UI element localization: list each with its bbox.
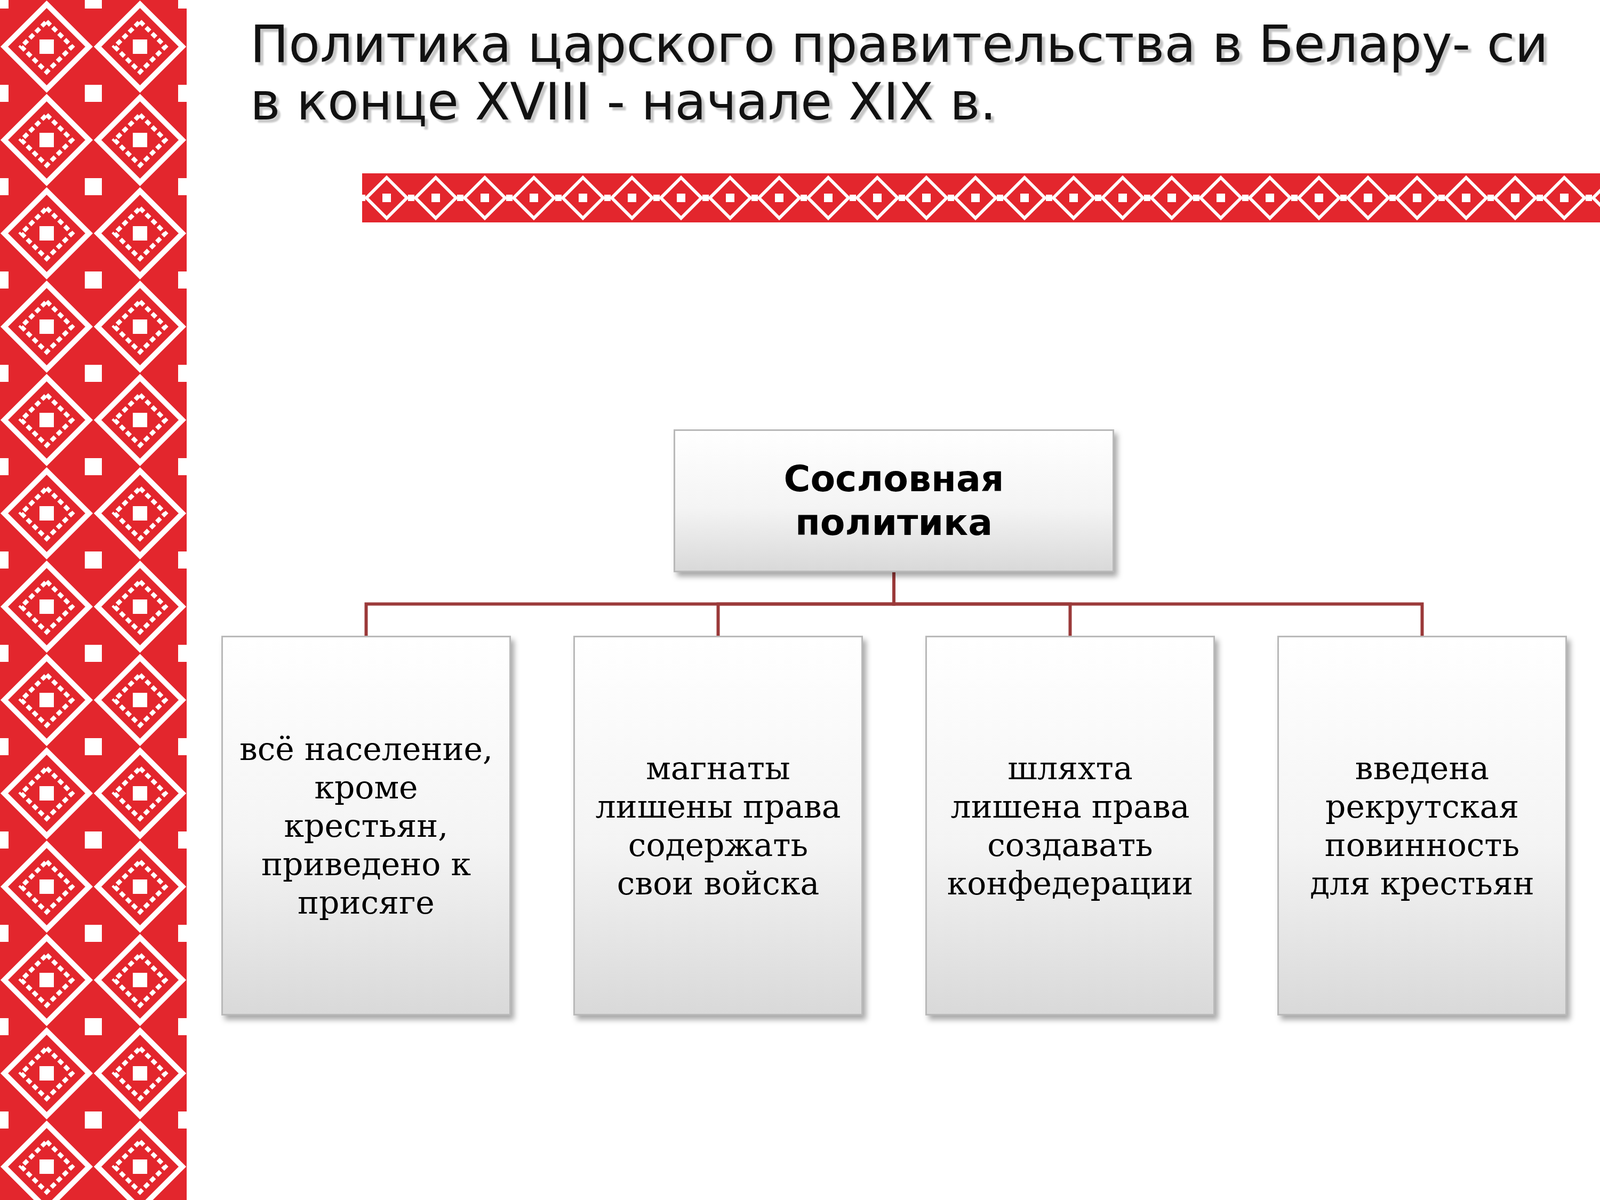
- category-box: Сословная политика: [673, 429, 1115, 573]
- policy-box: всё население, кроме крестьян, приведено…: [221, 635, 511, 1016]
- title: Политика царского правительства в Белару…: [250, 16, 1573, 131]
- tree-connector: [366, 572, 895, 636]
- node-text: введена рекрутская повинность для кресть…: [1290, 748, 1554, 903]
- tree-connector: [893, 572, 1423, 636]
- node-text: магнаты лишены права содержать свои войс…: [586, 748, 850, 903]
- node-text: Сословная политика: [686, 457, 1101, 544]
- node-text: шляхта лишена права создавать конфедерац…: [938, 748, 1202, 903]
- tree-connector: [718, 572, 895, 636]
- policy-box: шляхта лишена права создавать конфедерац…: [925, 635, 1215, 1016]
- node-text: всё население, кроме крестьян, приведено…: [234, 729, 498, 922]
- policy-box: магнаты лишены права содержать свои войс…: [573, 635, 863, 1016]
- policy-box: введена рекрутская повинность для кресть…: [1277, 635, 1567, 1016]
